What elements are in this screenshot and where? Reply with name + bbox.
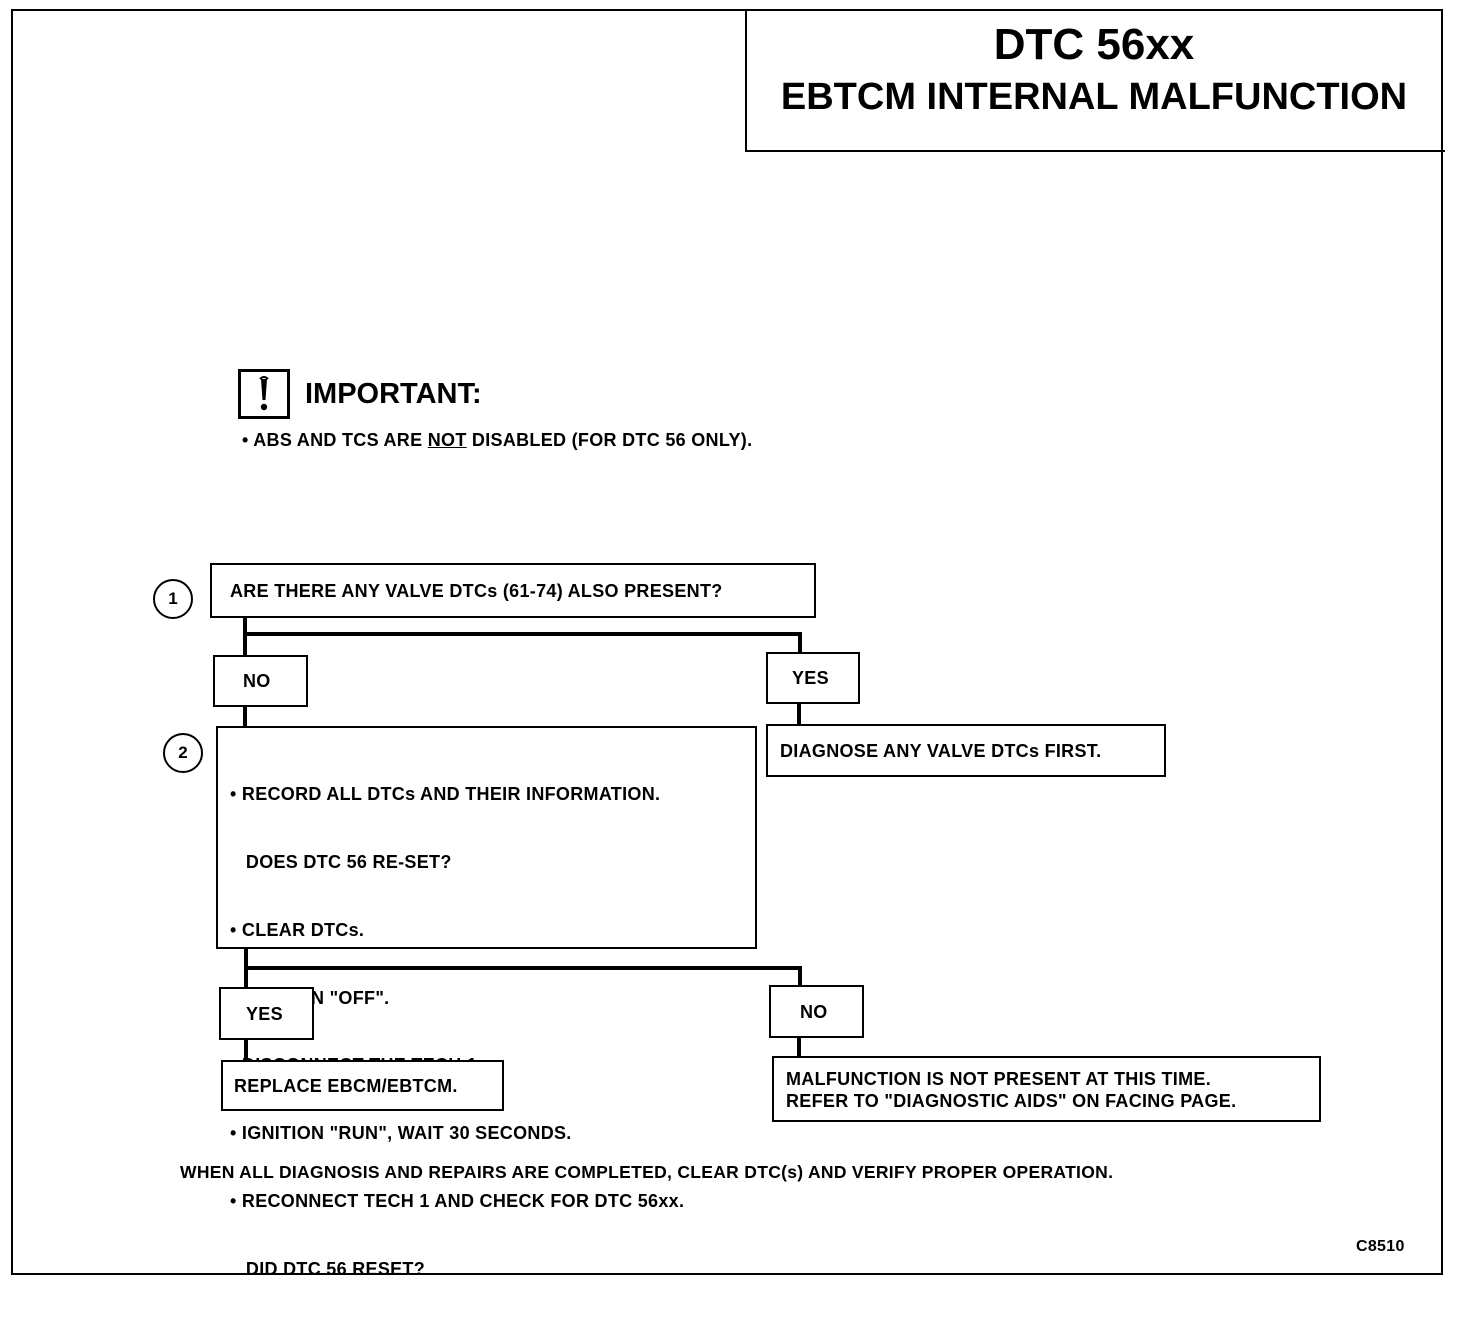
- step-2-box: • RECORD ALL DTCs AND THEIR INFORMATION.…: [216, 726, 757, 1279]
- important-note-emphasis: NOT: [427, 430, 467, 450]
- step-1-question: ARE THERE ANY VALVE DTCs (61-74) ALSO PR…: [230, 581, 723, 601]
- step-1-question-box: ARE THERE ANY VALVE DTCs (61-74) ALSO PR…: [210, 563, 816, 618]
- step-1-yes-box: YES: [766, 652, 860, 704]
- step-2-no-action-box: MALFUNCTION IS NOT PRESENT AT THIS TIME.…: [772, 1056, 1321, 1122]
- step-2-yes-label: YES: [246, 1004, 283, 1024]
- step-1-marker: 1: [153, 579, 193, 619]
- step-2-line: • RECONNECT TECH 1 AND CHECK FOR DTC 56x…: [230, 1190, 685, 1211]
- figure-code: C8510: [1356, 1238, 1405, 1255]
- important-label: IMPORTANT:: [305, 378, 482, 410]
- step-2-marker: 2: [163, 733, 203, 773]
- step-2-yes-action-box: REPLACE EBCM/EBTCM.: [221, 1060, 504, 1111]
- connector-line: [243, 618, 247, 655]
- connector-line: [798, 632, 802, 652]
- step-2-no-box: NO: [769, 985, 864, 1038]
- step-2-line: DOES DTC 56 RE-SET?: [230, 851, 452, 872]
- step-2-yes-box: YES: [219, 987, 314, 1040]
- step-1-no-label: NO: [243, 671, 271, 691]
- step-1-no-box: NO: [213, 655, 308, 707]
- step-2-no-label: NO: [800, 1002, 828, 1022]
- connector-line: [797, 1038, 801, 1056]
- step-1-yes-action-box: DIAGNOSE ANY VALVE DTCs FIRST.: [766, 724, 1166, 777]
- step-2-no-action-line: REFER TO "DIAGNOSTIC AIDS" ON FACING PAG…: [786, 1091, 1237, 1111]
- connector-line: [244, 966, 802, 970]
- connector-line: [797, 704, 801, 724]
- footer-note: WHEN ALL DIAGNOSIS AND REPAIRS ARE COMPL…: [180, 1162, 1114, 1182]
- connector-line: [243, 707, 247, 726]
- step-2-no-action: MALFUNCTION IS NOT PRESENT AT THIS TIME.…: [786, 1068, 1236, 1112]
- important-note-tail: DISABLED (FOR DTC 56 ONLY).: [466, 430, 753, 450]
- title-block: [745, 9, 1445, 152]
- step-2-line: • IGNITION "RUN", WAIT 30 SECONDS.: [230, 1123, 572, 1144]
- page-frame: [11, 9, 1443, 1275]
- step-2-line: • RECORD ALL DTCs AND THEIR INFORMATION.: [230, 784, 661, 805]
- page-subtitle: EBTCM INTERNAL MALFUNCTION: [780, 76, 1408, 118]
- page-title: DTC 56xx: [993, 20, 1195, 69]
- connector-line: [798, 966, 802, 985]
- connector-line: [243, 632, 802, 636]
- important-note: • ABS AND TCS ARE NOT DISABLED (FOR DTC …: [242, 430, 752, 451]
- important-note-text: • ABS AND TCS ARE: [242, 430, 428, 450]
- step-1-yes-label: YES: [792, 668, 829, 688]
- step-1-yes-action: DIAGNOSE ANY VALVE DTCs FIRST.: [780, 741, 1102, 761]
- step-2-no-action-line: MALFUNCTION IS NOT PRESENT AT THIS TIME.: [786, 1069, 1211, 1089]
- exclamation-icon: [238, 369, 290, 419]
- connector-line: [244, 1040, 248, 1060]
- exclamation-glyph: [259, 376, 269, 411]
- step-2-line: DID DTC 56 RESET?: [230, 1258, 426, 1279]
- step-2-yes-action: REPLACE EBCM/EBTCM.: [234, 1076, 458, 1096]
- step-2-line: • CLEAR DTCs.: [230, 919, 365, 940]
